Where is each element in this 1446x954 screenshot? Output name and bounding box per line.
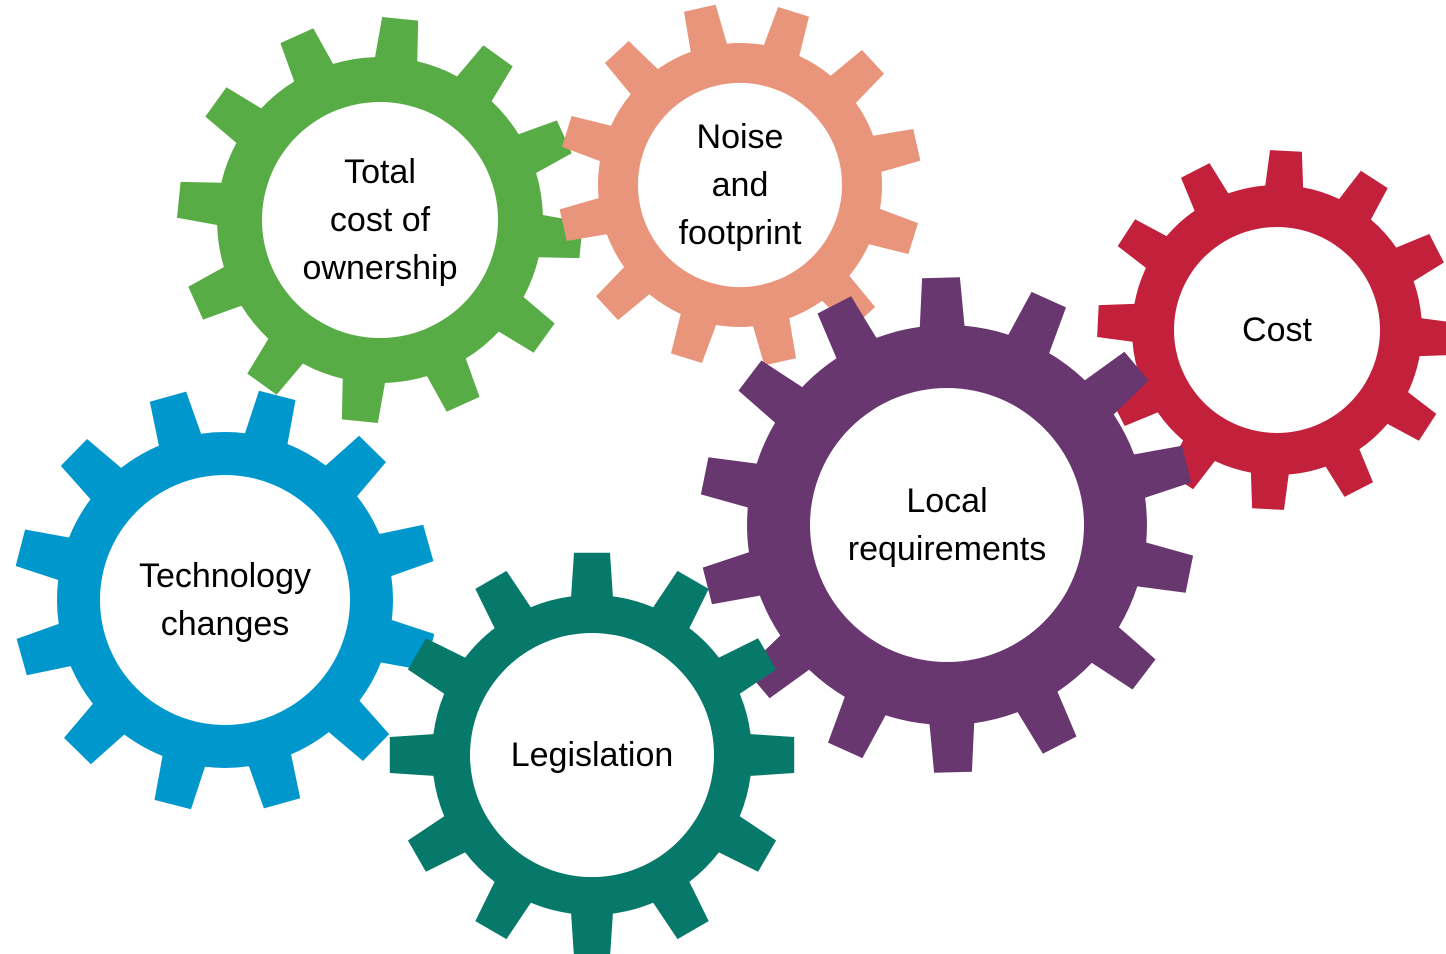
gear-local-icon: [700, 277, 1194, 773]
gear-label-total-cost-of-ownership: Total cost of ownership: [302, 153, 458, 287]
gear-label-cost: Cost: [1242, 311, 1312, 349]
gear-noise-icon: [559, 4, 921, 366]
gear-cost-icon: [1097, 150, 1446, 510]
gear-label-local-requirements: Local requirements: [847, 482, 1047, 568]
gear-tco-icon: [177, 17, 583, 423]
gear-label-legislation: Legislation: [510, 736, 674, 774]
gear-legis-icon: [389, 552, 795, 954]
gear-label-noise-and-footprint: Noise and footprint: [678, 118, 802, 252]
gear-tech-icon: [15, 390, 435, 810]
gear-label-technology-changes: Technology changes: [138, 557, 311, 643]
